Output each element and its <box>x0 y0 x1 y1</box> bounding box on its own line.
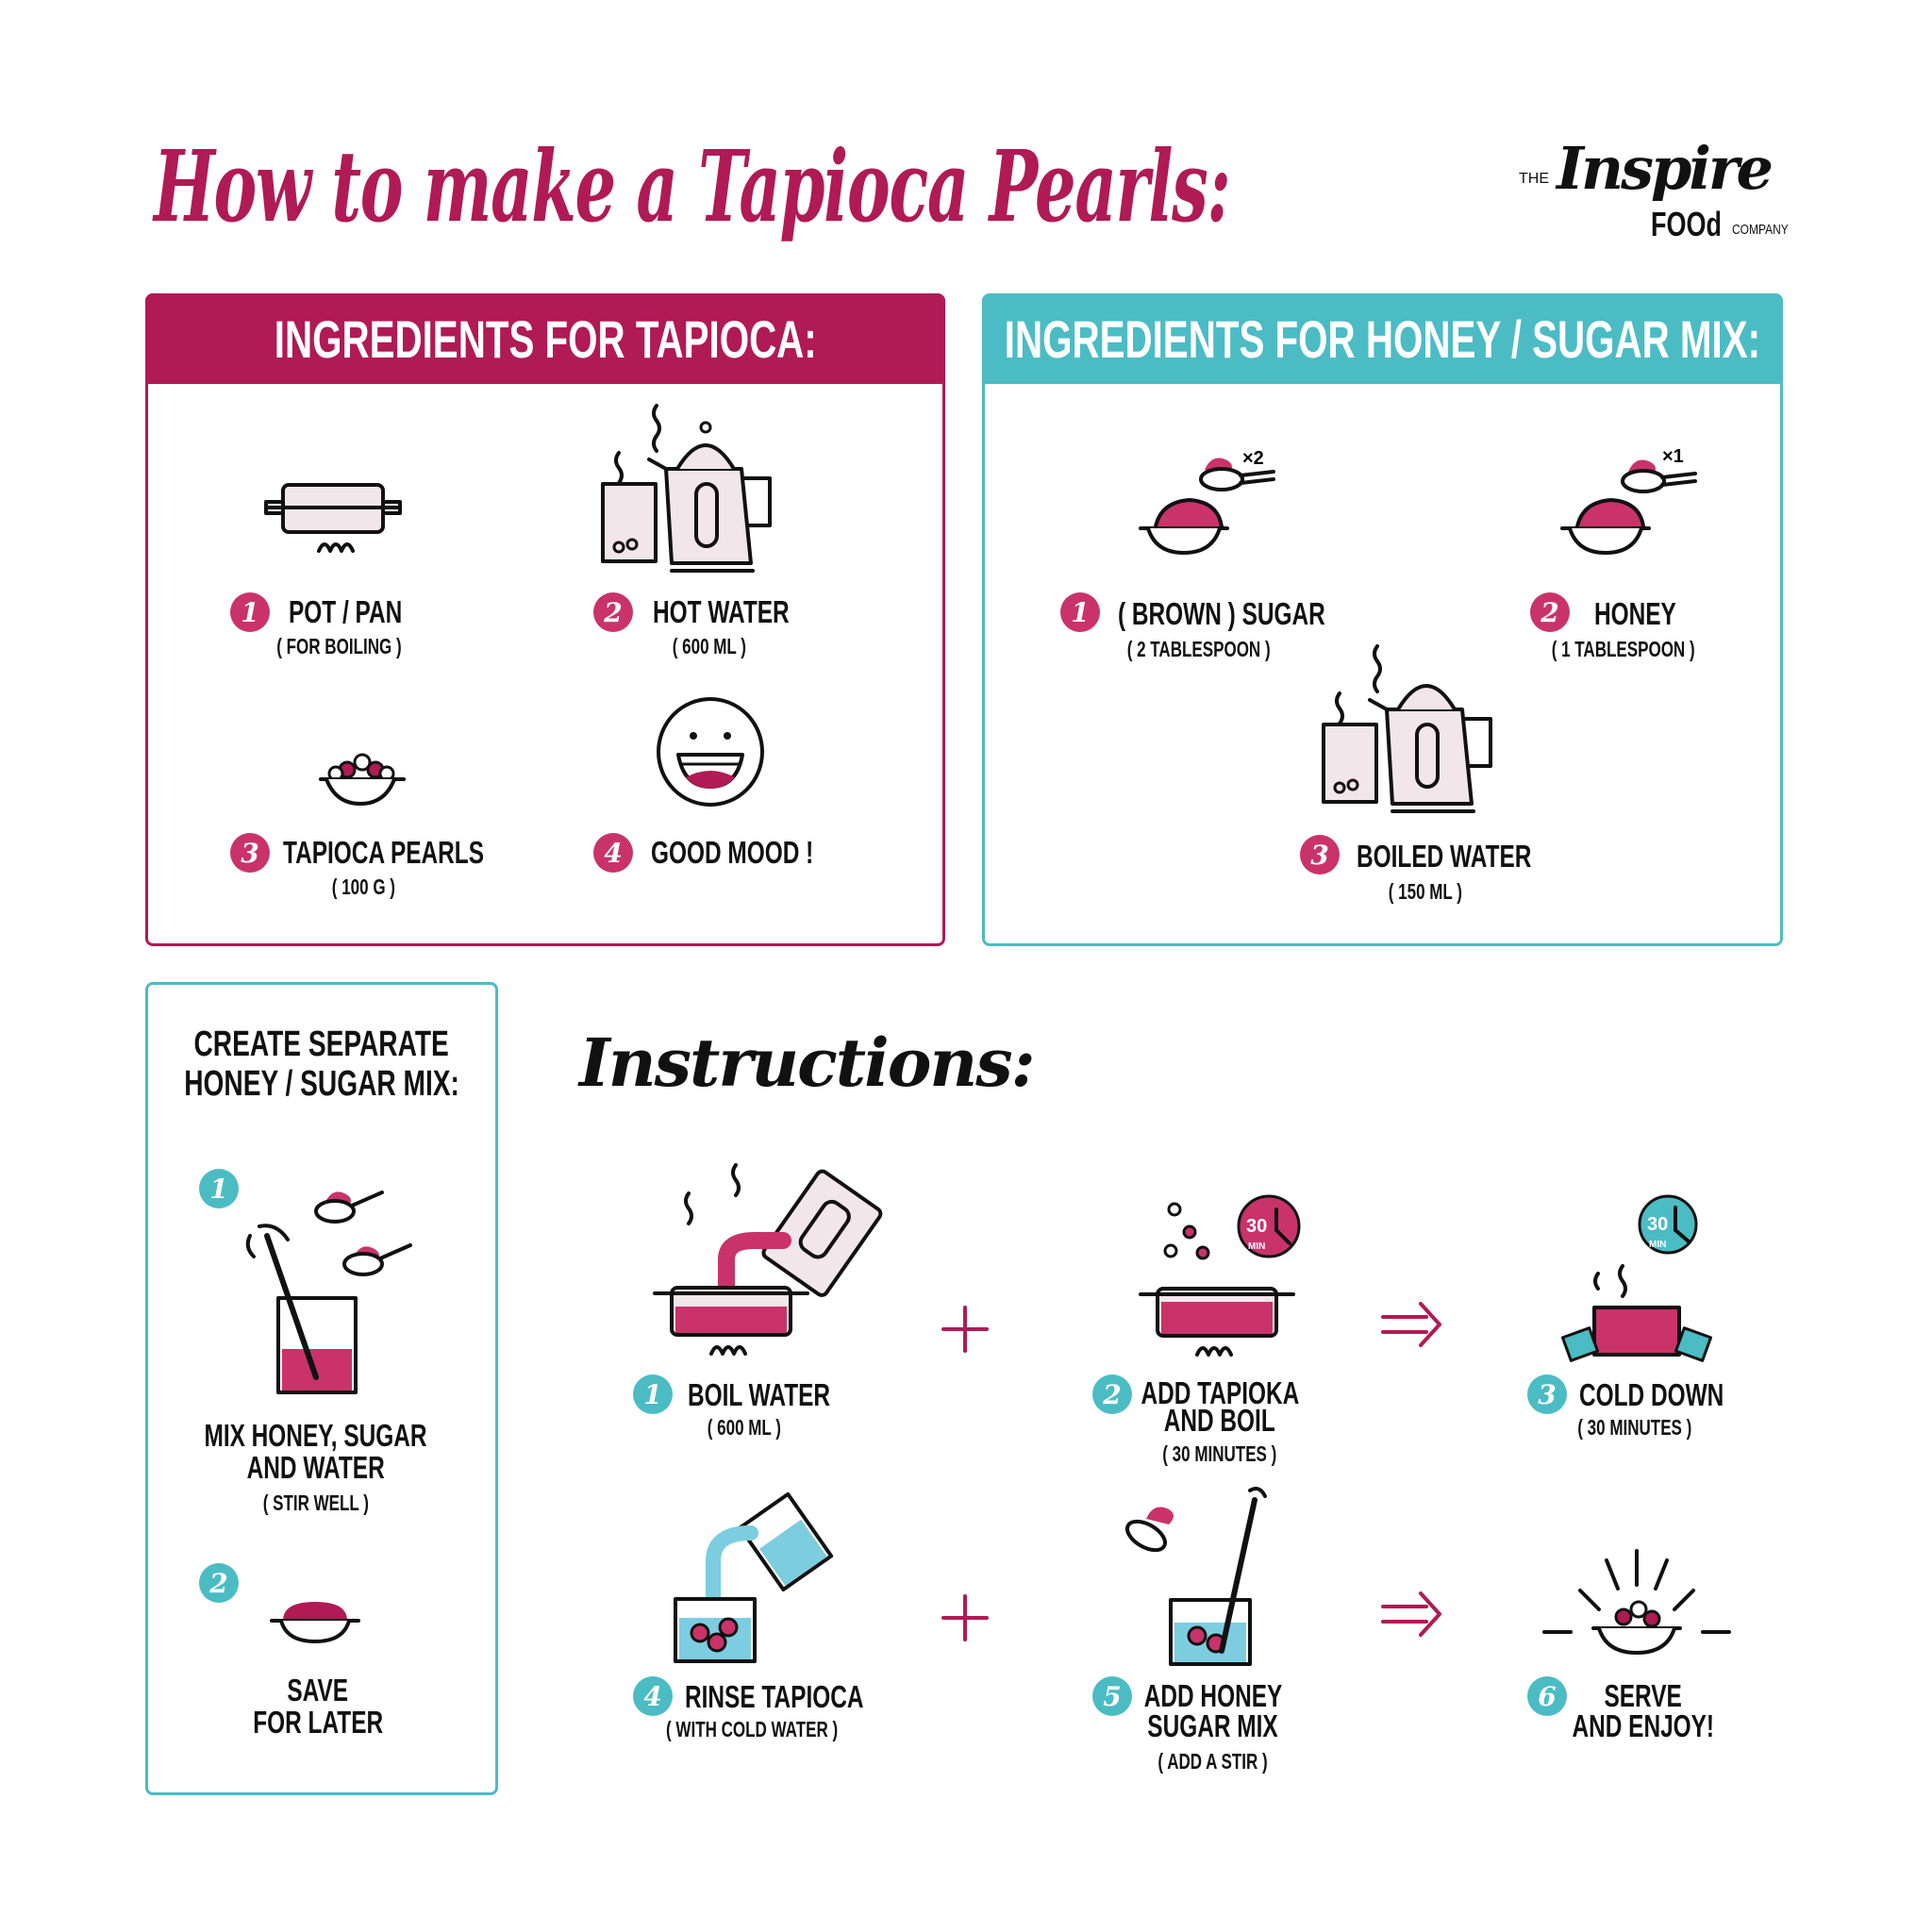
ingredient-label-hot-water: HOT WATER <box>653 594 790 629</box>
timer-label: 30 <box>1246 1216 1267 1237</box>
plus-icon <box>941 1594 989 1641</box>
ingredient-number-4: 4 <box>593 833 633 873</box>
step-1-detail: ( 600 ML ) <box>707 1415 782 1440</box>
step-3-label: COLD DOWN <box>1579 1377 1724 1412</box>
mix-ingredients-header: INGREDIENTS FOR HONEY / SUGAR MIX: <box>982 293 1783 384</box>
saucer-icon <box>270 1602 360 1643</box>
step-1-label: BOIL WATER <box>688 1377 831 1412</box>
step-3-detail: ( 30 MINUTES ) <box>1577 1415 1692 1440</box>
instructions-title: Instructions: <box>579 1024 1036 1102</box>
mix-ingredient-label-sugar: ( BROWN ) SUGAR <box>1118 596 1325 631</box>
mix-ingredient-detail-boiled-water: ( 150 ML ) <box>1388 879 1463 904</box>
step-number-5: 5 <box>1092 1676 1132 1716</box>
mix-glass-spoon-icon <box>245 1191 412 1394</box>
pot-icon <box>264 483 402 553</box>
separate-step-1-detail: ( STIR WELL ) <box>262 1491 370 1515</box>
double-arrow-icon <box>1381 1302 1441 1347</box>
sugar-multiplier-badge: ×2 <box>1242 448 1264 469</box>
kettle-icon <box>1322 644 1492 813</box>
step-5-detail: ( ADD A STIR ) <box>1158 1749 1269 1774</box>
serve-bowl-icon <box>1542 1549 1731 1655</box>
double-arrow-icon <box>1381 1591 1441 1637</box>
separate-step-number-2: 2 <box>199 1563 239 1603</box>
kettle-icon <box>601 404 772 573</box>
pearl-bowl-icon <box>319 753 406 806</box>
rinse-tapioca-icon <box>674 1491 834 1663</box>
mix-ingredients-title: INGREDIENTS FOR HONEY / SUGAR MIX: <box>1004 308 1761 369</box>
ingredient-label-tapioca-pearls: TAPIOCA PEARLS <box>283 835 485 870</box>
mix-ingredient-number-2: 2 <box>1530 592 1570 632</box>
honey-spoon-icon: ×1 <box>1560 446 1697 555</box>
ingredient-number-1: 1 <box>230 592 270 632</box>
brand-logo: THE Inspire FOOd COMPANY <box>1519 140 1830 253</box>
step-4-label: RINSE TAPIOCA <box>685 1679 864 1714</box>
mix-ingredient-detail-honey: ( 1 TABLESPOON ) <box>1552 637 1695 661</box>
timer-unit: MIN <box>1649 1240 1666 1250</box>
honey-multiplier-badge: ×1 <box>1662 446 1684 467</box>
smiley-icon <box>657 697 764 807</box>
plus-icon <box>941 1306 989 1353</box>
separate-step-number-1: 1 <box>199 1169 239 1208</box>
ingredient-number-3: 3 <box>230 833 270 873</box>
mix-ingredient-label-honey: HONEY <box>1594 596 1676 631</box>
step-number-6: 6 <box>1527 1676 1567 1716</box>
separate-mix-panel <box>145 982 498 1795</box>
step-number-4: 4 <box>633 1676 673 1716</box>
ingredient-detail-hot-water: ( 600 ML ) <box>672 634 747 658</box>
step-2-detail: ( 30 MINUTES ) <box>1162 1441 1277 1466</box>
tapioca-ingredients-panel: INGREDIENTS FOR TAPIOCA: <box>145 293 945 946</box>
logo-the: THE <box>1519 171 1549 187</box>
step-number-3: 3 <box>1527 1374 1567 1414</box>
mix-ingredient-number-1: 1 <box>1060 592 1100 632</box>
logo-food: FOOd <box>1651 205 1722 243</box>
step-4-detail: ( WITH COLD WATER ) <box>665 1717 839 1741</box>
tapioca-ingredients-header: INGREDIENTS FOR TAPIOCA: <box>145 293 945 384</box>
sugar-spoon-icon: ×2 <box>1139 448 1275 555</box>
logo-name: Inspire <box>1557 134 1774 203</box>
mix-ingredients-panel: INGREDIENTS FOR HONEY / SUGAR MIX: <box>982 293 1783 946</box>
ingredient-label-pot-pan: POT / PAN <box>289 594 403 629</box>
step-number-2: 2 <box>1092 1374 1132 1414</box>
step-number-1: 1 <box>633 1374 673 1414</box>
mix-ingredient-number-3: 3 <box>1300 835 1340 874</box>
logo-company: COMPANY <box>1732 222 1789 238</box>
timer-label: 30 <box>1647 1214 1668 1235</box>
ingredient-detail-tapioca-pearls: ( 100 G ) <box>331 874 395 899</box>
add-tapioca-boil-icon: 30 MIN <box>1139 1194 1301 1357</box>
mix-ingredient-detail-sugar: ( 2 TABLESPOON ) <box>1127 637 1271 661</box>
page-title: How to make a Tapioca Pearls: <box>154 128 1231 244</box>
cold-down-icon: 30 MIN <box>1560 1194 1713 1362</box>
ingredient-detail-pot-pan: ( FOR BOILING ) <box>275 634 402 658</box>
mix-ingredient-label-boiled-water: BOILED WATER <box>1357 839 1532 874</box>
tapioca-ingredients-title: INGREDIENTS FOR TAPIOCA: <box>274 308 817 369</box>
add-honey-mix-icon <box>1125 1487 1267 1666</box>
ingredient-label-good-mood: GOOD MOOD ! <box>651 835 814 870</box>
timer-unit: MIN <box>1248 1241 1265 1252</box>
boil-water-icon <box>653 1163 883 1356</box>
ingredient-number-2: 2 <box>593 592 633 632</box>
